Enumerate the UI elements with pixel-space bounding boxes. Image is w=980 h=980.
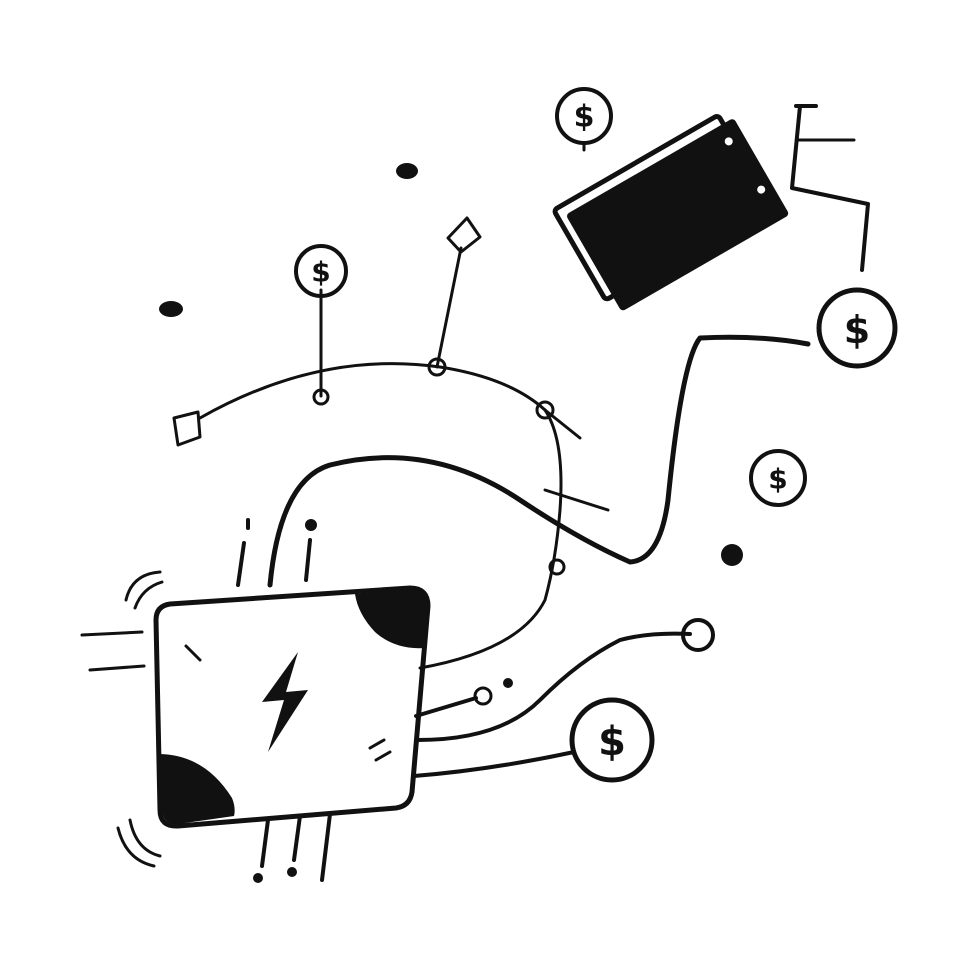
banknote-emblem — [669, 163, 717, 211]
chip-card — [153, 585, 431, 829]
chip-shine — [374, 750, 392, 762]
node-dot — [427, 357, 447, 377]
coin-icon: $ — [294, 244, 348, 298]
chip-body — [153, 585, 431, 829]
main-wire — [267, 334, 811, 588]
coin-dollar-sign: $ — [311, 256, 330, 289]
coin-icon: $ — [569, 697, 655, 783]
coin-circle — [294, 244, 348, 298]
motion-arc — [116, 826, 156, 868]
bracket-path — [790, 104, 870, 272]
network-arc — [198, 362, 547, 420]
trace-terminal — [681, 618, 715, 652]
circuit-traces — [412, 618, 715, 778]
pin-line — [260, 818, 270, 868]
trace-terminal — [473, 686, 493, 706]
node-dot — [548, 558, 566, 576]
chip-corner-fill — [160, 754, 235, 825]
pin-dot — [287, 867, 297, 877]
trace — [412, 750, 576, 778]
pin-dot — [305, 519, 317, 531]
coin-dollar-sign: $ — [844, 308, 870, 352]
banknote-coin — [617, 201, 655, 239]
banknote-face — [552, 114, 772, 302]
coin-icon: $ — [816, 287, 898, 369]
pin-line — [236, 541, 246, 587]
coin-dollar-sign: $ — [574, 100, 595, 135]
diamond-node-icon — [446, 216, 482, 254]
motion-arc — [128, 818, 162, 858]
coin-circle — [816, 287, 898, 369]
node-dot — [535, 400, 555, 420]
network-loop — [418, 408, 563, 670]
banknote-emblem-inner — [679, 174, 704, 200]
banknote-stripe — [648, 222, 755, 286]
diamond-stem — [435, 246, 463, 369]
trace — [414, 696, 478, 718]
motion-arc — [124, 570, 162, 602]
coin-circle — [749, 449, 807, 507]
ink-dot — [396, 163, 418, 179]
coin-circle — [569, 697, 655, 783]
diamond-node-icon — [172, 410, 202, 447]
network-dash — [543, 488, 610, 512]
coin-icon: $ — [749, 449, 807, 507]
scatter-dots — [159, 163, 743, 566]
node-dot — [312, 388, 330, 406]
pin-dot — [253, 873, 263, 883]
banknote-rivet — [757, 185, 766, 194]
banknote-rivet — [724, 137, 733, 146]
ink-dot — [721, 544, 743, 566]
banknote-icon: $ — [552, 114, 789, 311]
node-network — [172, 216, 610, 670]
trace — [416, 631, 692, 742]
pin-line — [304, 538, 312, 582]
motion-line — [80, 630, 144, 637]
motion-arc — [133, 580, 164, 610]
coin-dollar-sign: $ — [768, 463, 787, 496]
motion-line — [88, 664, 146, 672]
bracket-lines — [790, 104, 870, 272]
chip-shine — [184, 644, 202, 662]
chip-pins — [80, 518, 332, 883]
ink-dot — [159, 301, 183, 317]
pin-line — [320, 812, 332, 882]
lightning-bolt-icon — [262, 652, 308, 752]
chip-corner-fill — [355, 590, 428, 649]
chip-shine — [368, 738, 386, 750]
pin-line — [292, 814, 302, 862]
coin-icon: $ — [555, 87, 613, 152]
coin-dollar-sign: $ — [598, 719, 626, 765]
banknote-shadow — [567, 119, 789, 311]
trace-dot — [503, 678, 513, 688]
